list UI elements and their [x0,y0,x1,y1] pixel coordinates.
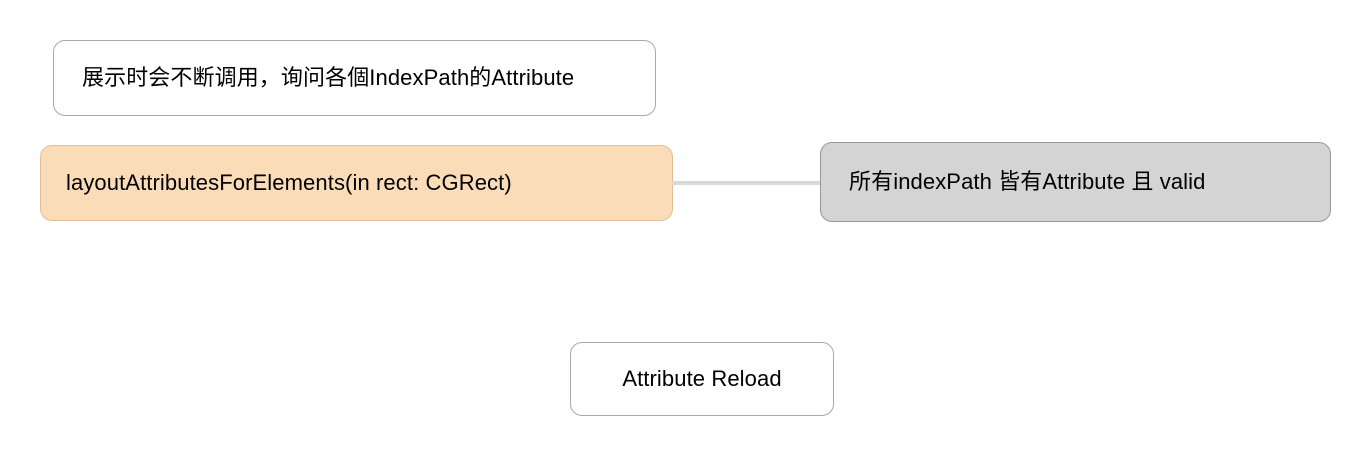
node-layout-attributes-method[interactable]: layoutAttributesForElements(in rect: CGR… [40,145,673,221]
node-state-label: 所有indexPath 皆有Attribute 且 valid [849,169,1206,195]
node-attribute-reload[interactable]: Attribute Reload [570,342,834,416]
node-prompt-label: 展示时会不断调用，询问各個IndexPath的Attribute [82,65,575,91]
node-reload-label: Attribute Reload [622,366,782,392]
connector-method-to-state [671,181,822,185]
node-method-label: layoutAttributesForElements(in rect: CGR… [66,170,512,196]
node-state-all-indexpath-valid[interactable]: 所有indexPath 皆有Attribute 且 valid [820,142,1331,222]
node-prompt-description[interactable]: 展示时会不断调用，询问各個IndexPath的Attribute [53,40,656,116]
